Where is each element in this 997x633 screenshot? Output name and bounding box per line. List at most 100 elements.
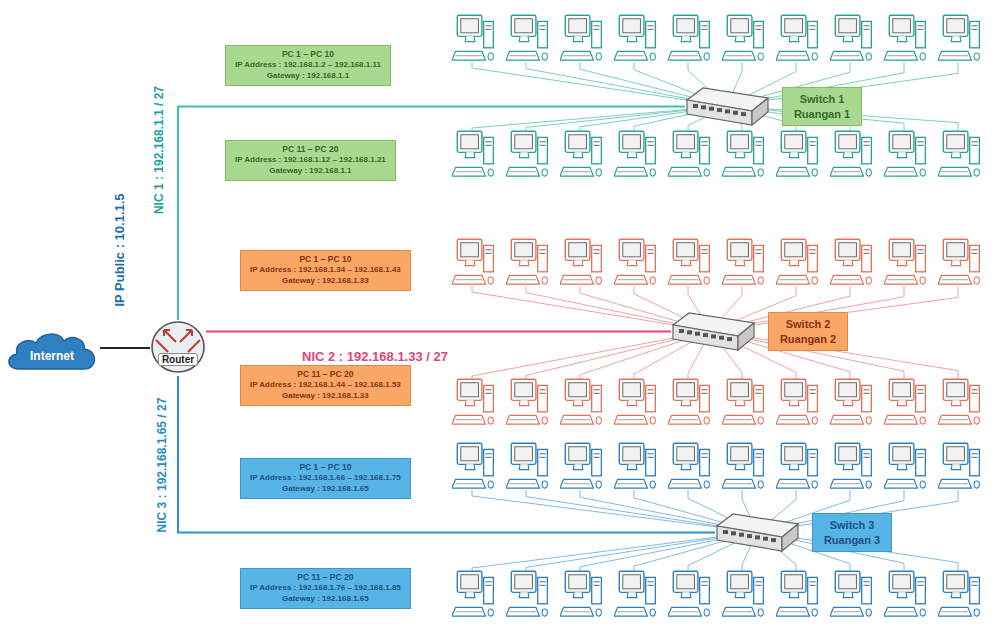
gateway: Gateway : 192.168.1.1	[235, 166, 386, 177]
pc-range: PC 1 – PC 10	[250, 462, 401, 473]
pc-icon	[722, 443, 763, 488]
pc-icon	[830, 131, 871, 176]
nic-label: NIC 3 : 192.168.1.65 / 27	[156, 396, 170, 535]
pc-icon	[560, 131, 601, 176]
pc-icon	[830, 379, 871, 424]
pc-icon	[668, 379, 709, 424]
pc-cable	[472, 490, 757, 532]
pc-icon	[506, 571, 547, 616]
switch-port	[741, 112, 746, 116]
pc-icon	[668, 131, 709, 176]
pc-icon	[614, 571, 655, 616]
switch-port	[771, 538, 776, 542]
pc-wires	[472, 62, 958, 574]
switch-port	[717, 108, 722, 112]
switch-port	[709, 107, 714, 111]
switch-port	[725, 109, 730, 113]
pc-icon	[560, 571, 601, 616]
pc-icon	[506, 443, 547, 488]
pc-icon	[506, 239, 547, 284]
pc-icon	[776, 443, 817, 488]
ip-info-box: PC 11 – PC 20IP Address : 192.168.1.44 –…	[240, 365, 411, 406]
pc-icon	[452, 443, 493, 488]
nic-label: NIC 1 : 192.168.1.1 / 27	[153, 84, 167, 216]
pc-icon	[452, 239, 493, 284]
router-arrow	[164, 330, 176, 342]
pc-icon	[776, 131, 817, 176]
switch-box: Switch 1 Ruangan 1	[685, 84, 862, 129]
switch-port	[711, 334, 716, 338]
pc-icon	[452, 131, 493, 176]
pc-icon	[452, 379, 493, 424]
switch-port	[679, 329, 684, 333]
switch-port	[731, 531, 736, 535]
gateway: Gateway : 192.168.1.1	[235, 71, 381, 82]
pc-icon	[614, 443, 655, 488]
pc-range: PC 11 – PC 20	[250, 369, 401, 380]
pc-range: PC 1 – PC 10	[235, 49, 381, 60]
pc-icon	[776, 239, 817, 284]
switch-port	[693, 104, 698, 108]
switch-label: Switch 3 Ruangan 3	[812, 513, 892, 552]
switch-port	[755, 535, 760, 539]
ip-info-box: PC 1 – PC 10IP Address : 192.168.1.66 – …	[240, 458, 411, 499]
network-cable	[100, 347, 150, 349]
ip-info-box: PC 11 – PC 20IP Address : 192.168.1.76 –…	[240, 568, 411, 609]
switch-side	[738, 323, 754, 350]
pc-icon	[776, 571, 817, 616]
pc-icon	[506, 131, 547, 176]
ip-info-box: PC 1 – PC 10IP Address : 192.168.1.2 – 1…	[225, 45, 391, 86]
switch-port	[747, 534, 752, 538]
ip-public-label: IP Public : 10.1.1.5	[113, 191, 128, 308]
pc-icon	[776, 15, 817, 60]
switch-port	[695, 332, 700, 336]
switch-box: Switch 2 Ruangan 2	[671, 309, 848, 354]
pc-icon	[722, 15, 763, 60]
pc-icon	[830, 571, 871, 616]
pc-icon	[884, 443, 925, 488]
switch-name: Switch 2 Ruangan 2	[777, 317, 839, 346]
pc-icon	[938, 571, 979, 616]
pc-icon	[830, 239, 871, 284]
pc-cable	[472, 532, 757, 574]
pc-range: PC 1 – PC 10	[250, 254, 401, 265]
pc-icon	[668, 15, 709, 60]
network-cable	[206, 331, 671, 333]
internet-cloud: Internet	[4, 327, 100, 379]
ip-range: IP Address : 192.168.1.12 – 192.168.1.21	[235, 155, 386, 166]
pc-icon	[560, 379, 601, 424]
pc-icon	[722, 571, 763, 616]
pc-group	[452, 15, 979, 616]
switch-port	[701, 105, 706, 109]
pc-icon	[938, 239, 979, 284]
switch-front	[673, 325, 738, 350]
pc-icon	[722, 131, 763, 176]
switch-port	[687, 330, 692, 334]
router-arrow	[180, 330, 192, 342]
switch-icon	[671, 309, 756, 354]
pc-icon	[614, 379, 655, 424]
pc-icon	[938, 379, 979, 424]
switch-port	[733, 111, 738, 115]
switch-front	[717, 526, 782, 551]
pc-icon	[506, 15, 547, 60]
pc-icon	[938, 131, 979, 176]
router-icon	[150, 320, 206, 376]
switch-name: Switch 3 Ruangan 3	[821, 518, 883, 547]
switch-port	[763, 537, 768, 541]
router-arrow	[156, 340, 168, 352]
pc-icon	[614, 239, 655, 284]
pc-icon	[668, 571, 709, 616]
ip-range: IP Address : 192.168.1.66 – 192.168.1.75	[250, 473, 401, 484]
pc-icon	[560, 15, 601, 60]
pc-icon	[884, 379, 925, 424]
pc-icon	[776, 379, 817, 424]
switch-port	[719, 336, 724, 340]
pc-icon	[452, 15, 493, 60]
switch-port	[703, 333, 708, 337]
gateway: Gateway : 192.168.1.65	[250, 484, 401, 495]
ip-info-box: PC 1 – PC 10IP Address : 192.168.1.34 – …	[240, 250, 411, 291]
network-cable	[178, 107, 685, 321]
pc-icon	[668, 239, 709, 284]
pc-icon	[830, 443, 871, 488]
